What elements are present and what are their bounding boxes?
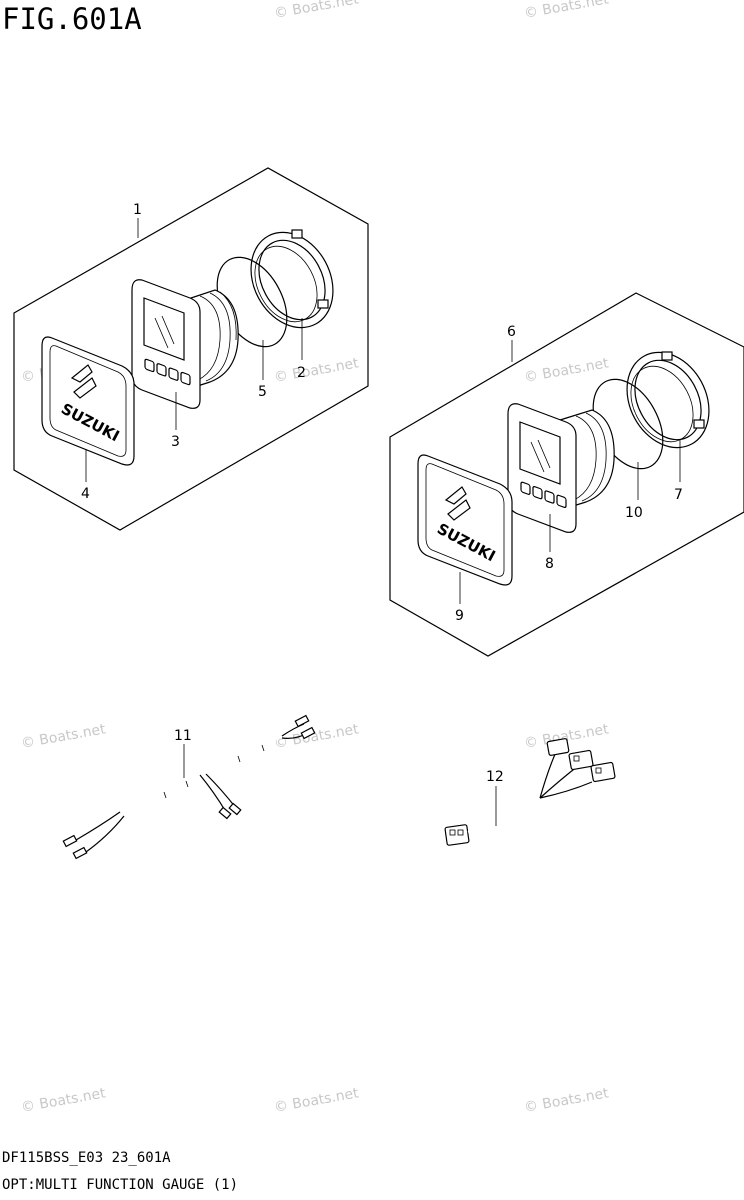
watermark: © Boats.net xyxy=(523,1085,610,1116)
callout-5: 5 xyxy=(258,384,267,400)
watermark: © Boats.net xyxy=(523,355,610,386)
wire-harness-12: 12 xyxy=(444,738,616,846)
callout-6: 6 xyxy=(507,324,516,340)
watermarks: © Boats.net © Boats.net © Boats.net © Bo… xyxy=(20,0,610,1116)
retaining-ring-7 xyxy=(626,351,710,449)
watermark: © Boats.net xyxy=(273,721,360,752)
callout-2: 2 xyxy=(297,365,306,381)
callout-10: 10 xyxy=(625,505,643,521)
wire-harness-11: 11 xyxy=(62,714,316,860)
figure-code: DF115BSS_E03 23_601A xyxy=(2,1150,171,1166)
retaining-ring-2 xyxy=(250,229,334,329)
callout-7: 7 xyxy=(674,487,683,503)
watermark: © Boats.net xyxy=(273,1085,360,1116)
figure-caption: OPT:MULTI FUNCTION GAUGE (1) xyxy=(2,1177,239,1193)
brand-logo-icon xyxy=(70,364,93,383)
callout-11: 11 xyxy=(174,728,192,744)
gauge-assembly-6: SUZUKI 6 7 8 9 10 xyxy=(389,292,744,657)
brand-logo-icon xyxy=(444,486,467,505)
watermark: © Boats.net xyxy=(20,1085,107,1116)
callout-8: 8 xyxy=(545,556,554,572)
callout-3: 3 xyxy=(171,434,180,450)
watermark: © Boats.net xyxy=(20,721,107,752)
cover-4: SUZUKI xyxy=(41,336,135,466)
watermark: © Boats.net xyxy=(523,0,610,22)
callout-4: 4 xyxy=(81,486,90,502)
callout-12: 12 xyxy=(486,769,504,785)
figure-title: FIG.601A xyxy=(2,2,142,36)
gauge-assembly-1: SUZUKI 1 2 3 4 5 xyxy=(13,167,369,531)
gauge-body-8 xyxy=(507,403,615,533)
watermark: © Boats.net xyxy=(273,0,360,22)
callout-1: 1 xyxy=(133,202,142,218)
callout-9: 9 xyxy=(455,608,464,624)
assembly-1-frame xyxy=(13,167,369,531)
assembly-6-frame xyxy=(389,292,744,657)
gauge-body-3 xyxy=(131,279,239,409)
watermark: © Boats.net xyxy=(273,355,360,386)
cover-9: SUZUKI xyxy=(417,454,513,586)
